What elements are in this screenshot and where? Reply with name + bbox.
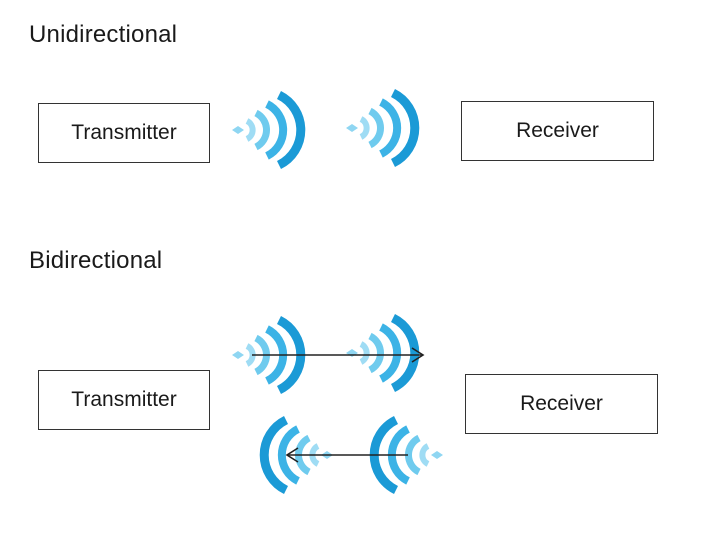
bidirectional-receiver-label: Receiver bbox=[520, 392, 603, 415]
wireless-signal-icon bbox=[346, 93, 415, 163]
wireless-signal-icon bbox=[232, 95, 301, 165]
unidirectional-title: Unidirectional bbox=[29, 21, 178, 48]
unidirectional-transmitter-box: Transmitter bbox=[38, 103, 210, 163]
arrow-icon bbox=[285, 447, 408, 463]
unidirectional-receiver-label: Receiver bbox=[516, 119, 599, 142]
bidirectional-transmitter-label: Transmitter bbox=[71, 388, 177, 411]
bidirectional-transmitter-box: Transmitter bbox=[38, 370, 210, 430]
bidirectional-receiver-box: Receiver bbox=[465, 374, 658, 434]
unidirectional-transmitter-label: Transmitter bbox=[71, 121, 177, 144]
wireless-signal-icon bbox=[346, 318, 415, 388]
arrow-icon bbox=[252, 347, 425, 363]
unidirectional-receiver-box: Receiver bbox=[461, 101, 654, 161]
bidirectional-title: Bidirectional bbox=[29, 247, 163, 274]
